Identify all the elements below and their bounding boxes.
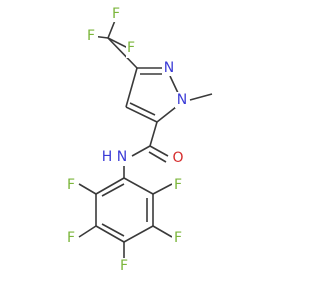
ring-fluorine-ortho-left: F	[65, 177, 77, 194]
ring-f-bonds	[78, 183, 173, 258]
svg-text:F: F	[174, 177, 182, 193]
svg-text:N: N	[177, 92, 187, 108]
molecule-structure: F F F N N O H N F F F F F	[65, 6, 213, 274]
svg-text:H: H	[102, 149, 113, 165]
ring-fluorine-para: F	[118, 258, 130, 274]
svg-text:N: N	[117, 149, 127, 165]
svg-text:F: F	[87, 28, 95, 44]
ring-fluorine-meta-right: F	[172, 230, 184, 248]
benzene-ring	[95, 177, 154, 243]
svg-text:F: F	[120, 258, 128, 274]
bond-n-methyl	[189, 93, 213, 101]
bond-c5-carbonyl	[149, 121, 158, 147]
svg-text:F: F	[112, 6, 120, 22]
bond-carbonyl-nh	[131, 145, 151, 157]
pyrazole-ring	[125, 67, 179, 123]
carbonyl-bond	[148, 145, 169, 163]
carbonyl-oxygen-label: O	[171, 150, 185, 166]
pyrazole-n2-label: N	[162, 60, 176, 76]
cf3-fluorine-left: F	[86, 28, 98, 46]
svg-text:F: F	[67, 230, 75, 246]
cf3-fluorine-right: F	[126, 40, 138, 58]
svg-text:F: F	[127, 40, 135, 56]
svg-text:O: O	[172, 150, 183, 166]
cf3-fluorine-top: F	[110, 6, 122, 22]
svg-text:N: N	[164, 60, 174, 76]
ring-fluorine-meta-left: F	[65, 230, 77, 248]
svg-text:F: F	[174, 230, 182, 246]
pyrazole-n1-label: N	[175, 92, 189, 108]
amide-nh-label: H N	[101, 148, 129, 166]
bond-cf3-c3	[107, 37, 138, 69]
svg-text:F: F	[67, 177, 75, 193]
ring-fluorine-ortho-right: F	[172, 177, 184, 194]
